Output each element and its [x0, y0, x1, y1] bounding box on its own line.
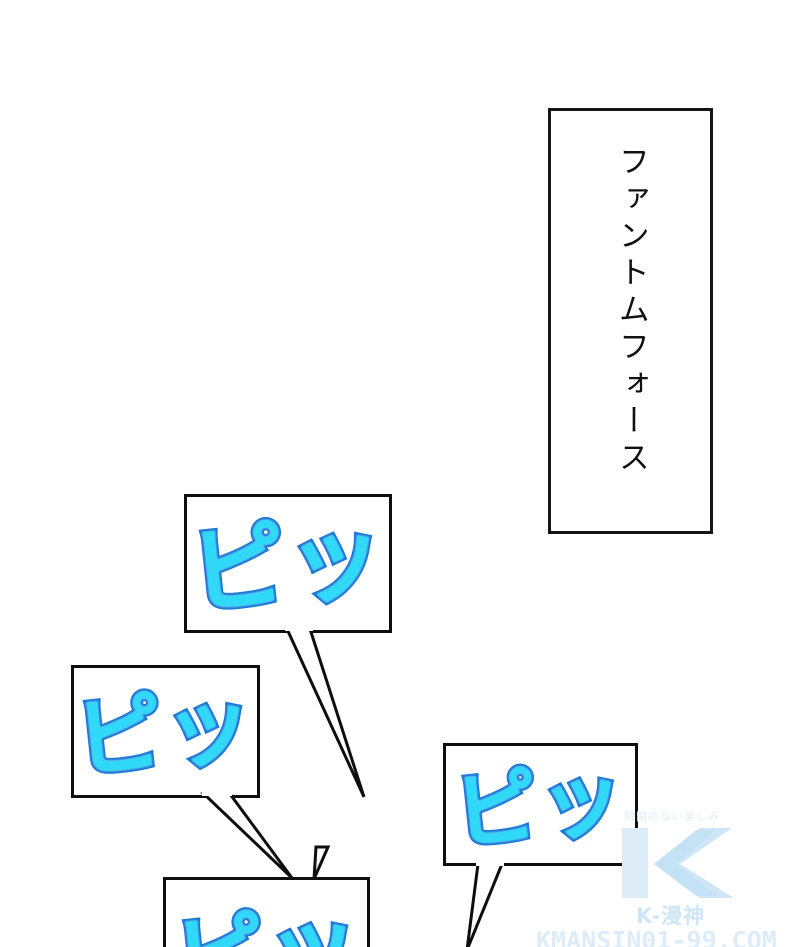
tail-shape	[312, 845, 331, 880]
watermark-site-url: KMANSIN01-99.COM	[536, 926, 777, 947]
narration-caption-text: ファントムフォース	[612, 145, 649, 478]
sfx-bubble-3-content: ピッ	[446, 746, 635, 863]
watermark-brand: K-漫神	[636, 904, 706, 928]
sfx-text-2: ピッ	[74, 668, 257, 795]
tail-shape	[465, 862, 505, 947]
sfx-speech-bubble-4: ピッ	[163, 877, 370, 947]
sfx-speech-bubble-1: ピッ	[184, 494, 392, 633]
tail-shape	[284, 627, 366, 798]
sfx-text-4: ピッ	[166, 886, 367, 947]
sfx-bubble-2-content: ピッ	[74, 668, 257, 795]
tail-shape	[200, 792, 294, 880]
sfx-bubble-1-content: ピッ	[187, 497, 389, 630]
sfx-speech-bubble-2: ピッ	[71, 665, 260, 798]
watermark-tagline: 時間のない楽しみ	[624, 810, 720, 823]
sfx-text-3: ピッ	[447, 746, 634, 863]
site-watermark: 時間のない楽しみ K-漫神 KMANSIN01-99.COM	[536, 808, 800, 947]
sfx-speech-bubble-3: ピッ	[443, 743, 638, 866]
sfx-bubble-3-tail	[465, 858, 505, 947]
narration-caption-box: ファントムフォース	[548, 108, 713, 534]
sfx-bubble-4-content: ピッ	[166, 880, 367, 947]
sfx-text-1: ピッ	[187, 497, 389, 630]
